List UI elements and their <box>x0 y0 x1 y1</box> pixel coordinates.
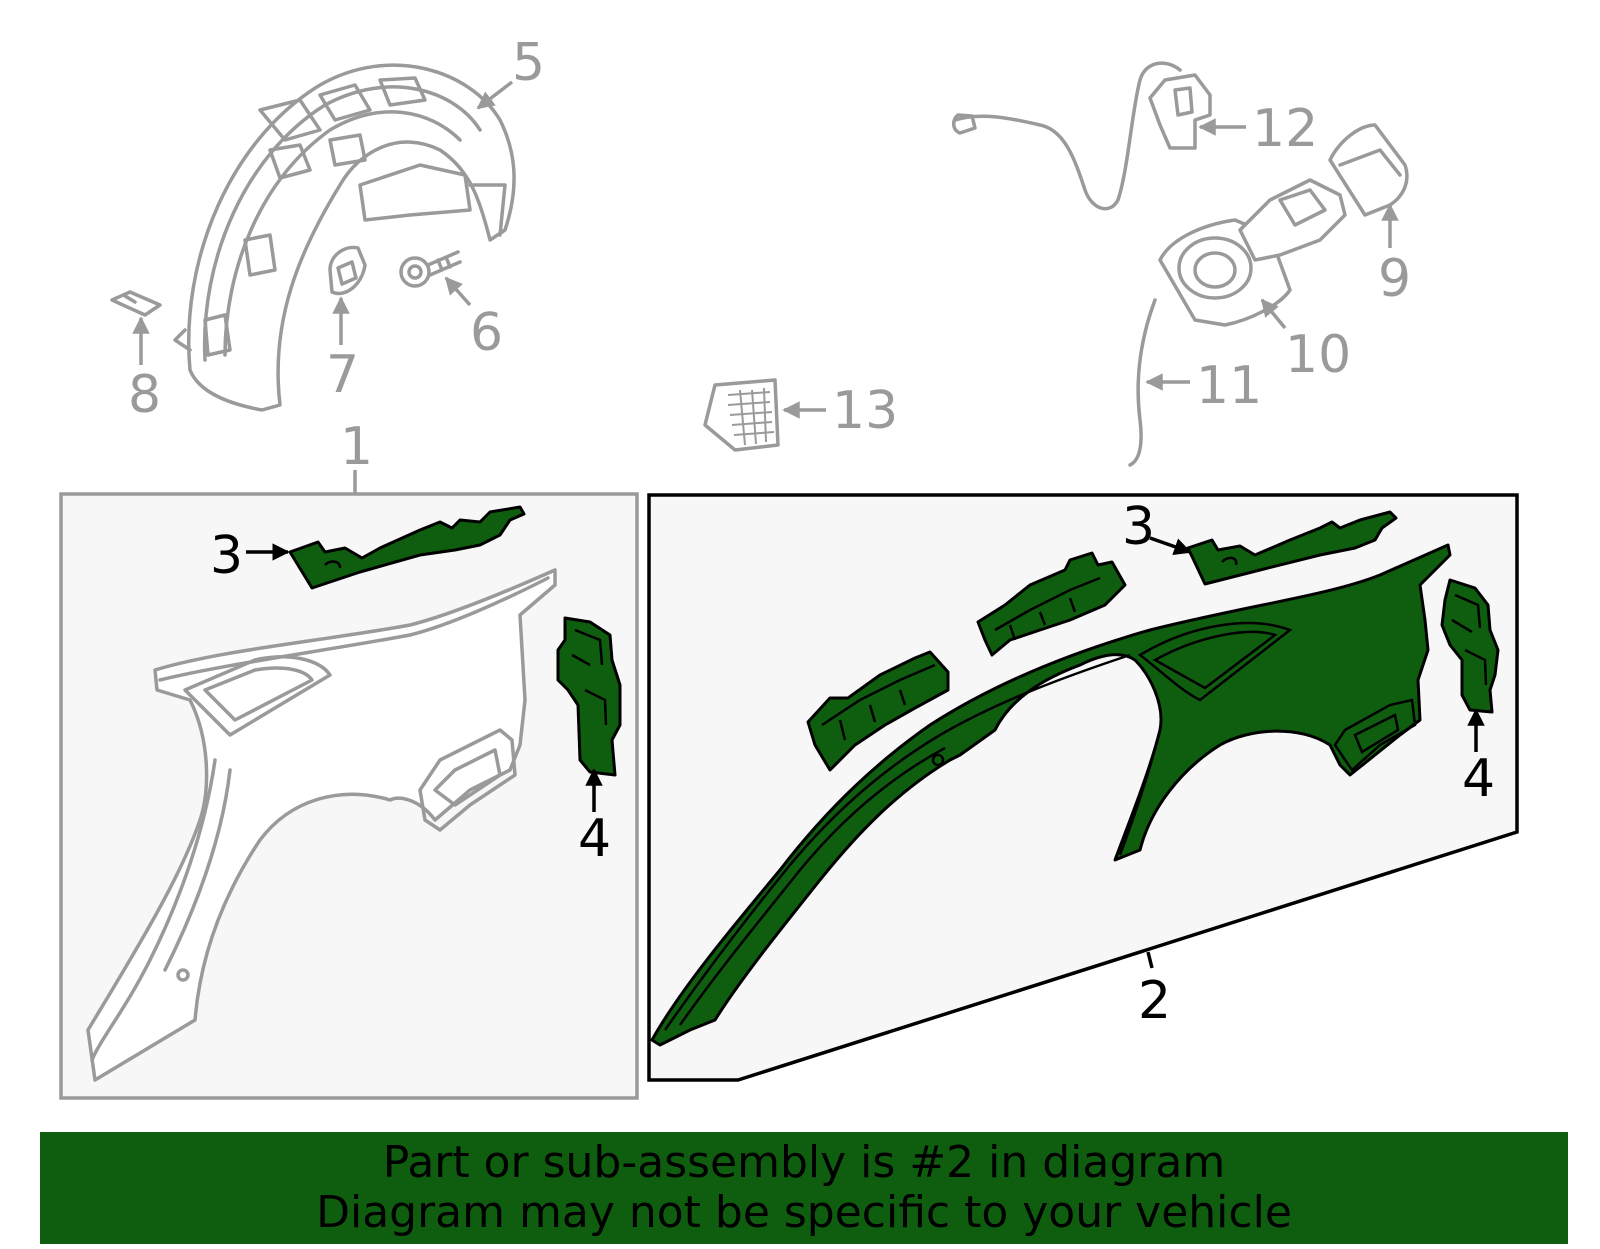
bracket-part-3-box-1 <box>288 505 526 590</box>
fuel-door-actuator-part-12 <box>952 61 1212 211</box>
bracket-part-3-box-2 <box>1186 510 1398 586</box>
callout-3a: 3 <box>210 526 243 586</box>
callout-10: 10 <box>1285 325 1351 385</box>
clip-part-7 <box>328 245 367 296</box>
leader-5 <box>476 80 514 110</box>
fuel-door-part-9 <box>1328 123 1409 217</box>
callout-12: 12 <box>1252 99 1318 159</box>
bracket-part-4-box-1 <box>556 616 622 777</box>
quarter-panel-ghost <box>86 568 557 1082</box>
reinforcement-lower <box>806 650 950 772</box>
callout-1: 1 <box>340 417 373 477</box>
wheelhouse-liner-part-5 <box>173 63 516 412</box>
callout-8: 8 <box>128 365 161 425</box>
banner-line-1: Part or sub-assembly is #2 in diagram <box>382 1137 1226 1188</box>
leader-2 <box>1146 951 1154 969</box>
callout-4a: 4 <box>578 809 611 869</box>
vent-grille-part-13 <box>703 378 780 452</box>
callout-5: 5 <box>512 33 545 93</box>
callout-11: 11 <box>1196 356 1262 416</box>
info-banner: Part or sub-assembly is #2 in diagram Di… <box>40 1132 1568 1244</box>
callout-4b: 4 <box>1462 749 1495 809</box>
clip-part-8 <box>110 290 162 317</box>
reinforcement-upper <box>976 551 1127 657</box>
screw-part-6 <box>399 250 462 288</box>
callout-3b: 3 <box>1122 497 1155 557</box>
bracket-part-4-box-2 <box>1440 578 1500 714</box>
leader-6 <box>444 276 472 307</box>
callout-6: 6 <box>470 303 503 363</box>
callout-7: 7 <box>326 345 359 405</box>
fuel-filler-housing-part-10 <box>1158 178 1347 327</box>
leader-3b <box>1149 536 1192 556</box>
quarter-panel-part-2[interactable] <box>650 543 1452 1047</box>
callout-9: 9 <box>1378 249 1411 309</box>
callout-13: 13 <box>832 381 898 441</box>
banner-line-2: Diagram may not be specific to your vehi… <box>316 1187 1292 1238</box>
callout-2: 2 <box>1138 971 1171 1031</box>
leader-10 <box>1260 298 1287 330</box>
drain-hose-part-11 <box>1128 298 1157 467</box>
